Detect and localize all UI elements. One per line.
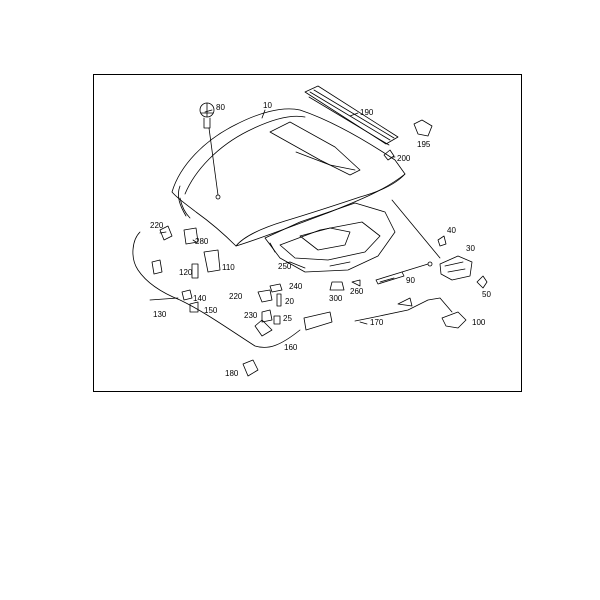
callout-label-120: 120: [179, 268, 193, 277]
hood-insulation-part: [264, 202, 396, 273]
leader-line: [261, 109, 266, 119]
diagram-frame: [93, 74, 522, 392]
callout-label-20: 20: [285, 297, 294, 306]
callout-label-240: 240: [289, 282, 303, 291]
callout-label-250: 250: [278, 262, 292, 271]
callout-label-190: 190: [360, 108, 374, 117]
clip-part: [413, 119, 433, 137]
callout-label-195: 195: [417, 140, 431, 149]
callout-label-100: 100: [472, 318, 486, 327]
leader-line: [285, 261, 291, 264]
callout-label-150: 150: [204, 306, 218, 315]
release-cable-part: [132, 231, 301, 348]
callout-label-220-lower: 220: [229, 292, 243, 301]
callout-label-110: 110: [222, 263, 235, 272]
callout-label-25: 25: [283, 314, 292, 323]
hood-part: [171, 108, 406, 247]
small-hardware-part: [257, 283, 333, 331]
leader-line: [204, 109, 213, 113]
leader-line: [192, 239, 197, 243]
callout-label-140: 140: [193, 294, 207, 303]
callout-label-160: 160: [284, 343, 298, 352]
callout-label-220-upper: 220: [150, 221, 164, 230]
bracket-part: [242, 359, 259, 377]
callout-label-40: 40: [447, 226, 456, 235]
callout-label-30: 30: [466, 244, 475, 253]
callout-label-280: 280: [195, 237, 209, 246]
cable-part: [354, 297, 467, 329]
callout-label-90: 90: [406, 276, 415, 285]
callout-label-80: 80: [216, 103, 225, 112]
gas-strut-part: [375, 261, 433, 285]
cable-clip-part: [149, 289, 199, 313]
rubber-bumper-part: [329, 279, 361, 291]
callout-label-300: 300: [329, 294, 343, 303]
callout-label-180: 180: [225, 369, 239, 378]
callout-label-10: 10: [263, 101, 272, 110]
left-latch-part: [151, 225, 221, 279]
callout-label-230: 230: [244, 311, 258, 320]
callout-label-260: 260: [350, 287, 364, 296]
callout-label-200: 200: [397, 154, 411, 163]
star-emblem-part: [199, 102, 219, 196]
callout-label-130: 130: [153, 310, 167, 319]
leader-line: [159, 231, 167, 234]
callout-label-50: 50: [482, 290, 491, 299]
leader-line: [359, 321, 368, 325]
latch-assembly-part: [391, 199, 488, 289]
grommet-part: [383, 149, 395, 161]
leader-line: [379, 277, 395, 283]
leader-line: [349, 112, 359, 117]
callout-label-170: 170: [370, 318, 384, 327]
